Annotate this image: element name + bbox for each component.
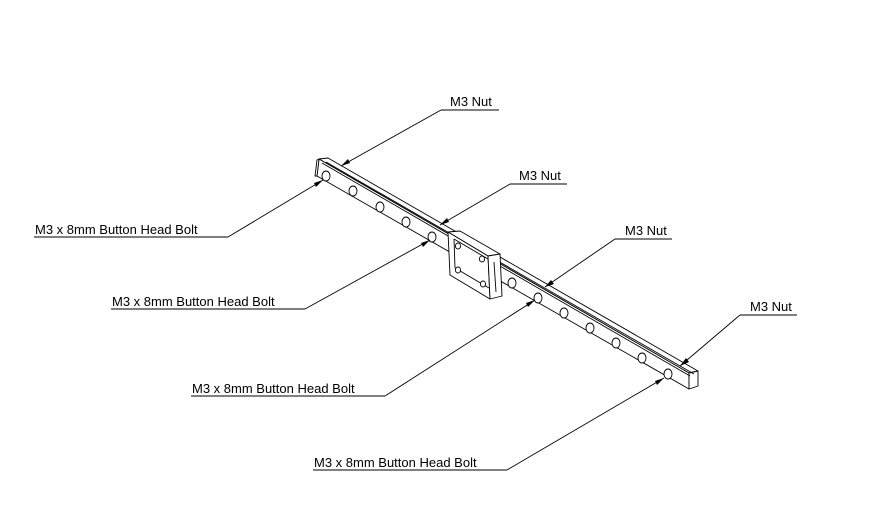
arrowhead xyxy=(440,218,449,225)
arrowhead xyxy=(526,300,535,307)
carriage-hole xyxy=(478,255,486,263)
carriage-hole xyxy=(479,280,487,288)
rail-hole xyxy=(375,201,385,213)
linear-rail xyxy=(314,157,699,390)
arrowhead xyxy=(341,159,350,166)
rail-hole xyxy=(533,292,543,304)
callout-bolt-1: M3 x 8mm Button Head Bolt xyxy=(34,179,324,238)
rail-front-face xyxy=(316,158,690,390)
rail-hole xyxy=(611,337,621,349)
callout-nut-2: M3 Nut xyxy=(439,168,567,226)
rail-hole xyxy=(348,185,358,197)
arrowhead xyxy=(421,240,430,247)
callout-nut-1: M3 Nut xyxy=(340,94,499,167)
callout-nut-4: M3 Nut xyxy=(679,299,797,367)
leader-line xyxy=(304,239,431,310)
callout-bolt-2: M3 x 8mm Button Head Bolt xyxy=(111,239,431,310)
rail-hole xyxy=(321,170,331,182)
rail-end-face xyxy=(688,370,699,390)
callout-bolt-4: M3 x 8mm Button Head Bolt xyxy=(313,377,665,471)
carriage-edge xyxy=(453,238,456,269)
rail-hole xyxy=(585,322,595,334)
carriage-hole xyxy=(454,242,462,250)
arrowhead xyxy=(545,280,554,287)
callout-label: M3 Nut xyxy=(450,94,492,109)
rail-hole xyxy=(559,307,569,319)
rail-hole xyxy=(507,277,517,289)
leader-line xyxy=(384,299,536,397)
callout-label: M3 x 8mm Button Head Bolt xyxy=(314,455,477,470)
leader-line xyxy=(506,377,665,471)
rail-groove-line xyxy=(321,162,691,377)
callout-nut-3: M3 Nut xyxy=(544,223,672,288)
callout-label: M3 Nut xyxy=(625,223,667,238)
rail-hole xyxy=(401,216,411,228)
leader-line xyxy=(340,109,442,167)
callout-label: M3 x 8mm Button Head Bolt xyxy=(35,222,198,237)
leader-line xyxy=(679,314,741,367)
callout-label: M3 Nut xyxy=(750,299,792,314)
arrowhead xyxy=(655,378,664,385)
carriage-edge xyxy=(493,261,497,293)
rail-groove-line xyxy=(325,161,695,375)
callout-bolt-3: M3 x 8mm Button Head Bolt xyxy=(191,299,536,397)
callout-label: M3 x 8mm Button Head Bolt xyxy=(112,294,275,309)
leader-line xyxy=(439,183,511,226)
callout-label: M3 x 8mm Button Head Bolt xyxy=(192,381,355,396)
rail-hole xyxy=(427,231,437,243)
arrowhead xyxy=(680,358,689,366)
leader-line xyxy=(544,238,616,288)
carriage-hole xyxy=(454,266,462,274)
arrowhead xyxy=(314,180,323,187)
callout-label: M3 Nut xyxy=(519,168,561,183)
rail-hole xyxy=(663,368,673,380)
rail-carriage xyxy=(447,230,503,300)
leader-line xyxy=(227,179,324,238)
rail-left-end-face xyxy=(314,158,320,177)
rail-hole xyxy=(637,352,647,364)
